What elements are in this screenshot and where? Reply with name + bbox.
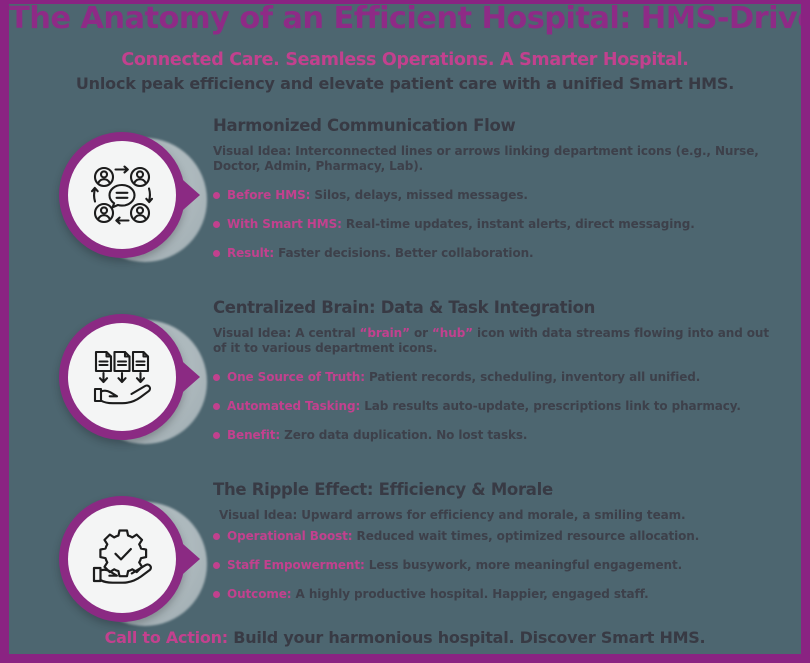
- visual-idea-label: Visual Idea:: [219, 508, 298, 522]
- bullet-label: With Smart HMS:: [227, 217, 342, 231]
- bullet-dot-icon: [213, 432, 220, 439]
- bullet-list: Before HMS: Silos, delays, missed messag…: [213, 188, 775, 261]
- badge-pointer: [175, 537, 200, 581]
- visual-idea-highlight-2: “hub”: [432, 326, 473, 340]
- bullet-dot-icon: [213, 533, 220, 540]
- list-item: Operational Boost: Reduced wait times, o…: [213, 529, 775, 544]
- visual-idea-text-before: Upward arrows for efficiency and morale,…: [297, 508, 686, 522]
- bullet-dot-icon: [213, 374, 220, 381]
- bullet-text: Silos, delays, missed messages.: [310, 188, 528, 202]
- cta-label: Call to Action:: [104, 628, 229, 647]
- section-ripple-effect: The Ripple Effect: Efficiency & Morale V…: [9, 472, 801, 644]
- bullet-text: Less busywork, more meaningful engagemen…: [364, 558, 683, 572]
- bullet-label: Before HMS:: [227, 188, 311, 202]
- page-title: The Anatomy of an Efficient Hospital: HM…: [9, 1, 801, 36]
- section-harmonized-communication-flow: Harmonized Communication Flow Visual Ide…: [9, 108, 801, 280]
- badge-pointer: [175, 173, 200, 217]
- bullet-text: Lab results auto-update, prescriptions l…: [360, 399, 741, 413]
- section-title: Centralized Brain: Data & Task Integrati…: [213, 298, 596, 317]
- bullet-label: Operational Boost:: [227, 529, 353, 543]
- bullet-dot-icon: [213, 221, 220, 228]
- cta-text: Build your harmonious hospital. Discover…: [227, 628, 706, 647]
- bullet-dot-icon: [213, 591, 220, 598]
- bullet-text: Real-time updates, instant alerts, direc…: [341, 217, 695, 231]
- bullet-label: Outcome:: [227, 587, 292, 601]
- bullet-label: Staff Empowerment:: [227, 558, 365, 572]
- visual-idea-line: Visual Idea: Interconnected lines or arr…: [213, 144, 775, 174]
- page-tagline: Unlock peak efficiency and elevate patie…: [75, 74, 735, 93]
- documents-into-hand-icon: [87, 342, 157, 412]
- list-item: Outcome: A highly productive hospital. H…: [213, 587, 775, 602]
- bullet-list: Operational Boost: Reduced wait times, o…: [213, 529, 775, 602]
- bullet-dot-icon: [213, 192, 220, 199]
- badge-face: [68, 505, 176, 613]
- list-item: One Source of Truth: Patient records, sc…: [213, 370, 775, 385]
- section-body: The Ripple Effect: Efficiency & Morale V…: [213, 480, 775, 616]
- connected-people-communication-icon: [86, 159, 158, 231]
- visual-idea-line: Visual Idea: Upward arrows for efficienc…: [213, 508, 775, 523]
- bullet-list: One Source of Truth: Patient records, sc…: [213, 370, 775, 443]
- list-item: Automated Tasking: Lab results auto-upda…: [213, 399, 775, 414]
- bullet-label: Automated Tasking:: [227, 399, 361, 413]
- list-item: With Smart HMS: Real-time updates, insta…: [213, 217, 775, 232]
- section-badge: [55, 124, 207, 272]
- visual-idea-text-before: A central: [291, 326, 360, 340]
- visual-idea-highlight-1: “brain”: [359, 326, 410, 340]
- bullet-label: Result:: [227, 246, 275, 260]
- bullet-dot-icon: [213, 250, 220, 257]
- bullet-text: Reduced wait times, optimized resource a…: [352, 529, 700, 543]
- bullet-text: A highly productive hospital. Happier, e…: [291, 587, 649, 601]
- section-title: Harmonized Communication Flow: [213, 116, 516, 135]
- gear-check-in-hand-icon: [87, 524, 157, 594]
- visual-idea-text-after: icon with data streams flowing into and …: [213, 326, 769, 355]
- badge-face: [68, 323, 176, 431]
- list-item: Benefit: Zero data duplication. No lost …: [213, 428, 775, 443]
- badge-pointer: [175, 355, 200, 399]
- list-item: Result: Faster decisions. Better collabo…: [213, 246, 775, 261]
- bullet-label: Benefit:: [227, 428, 281, 442]
- page-subtitle: Connected Care. Seamless Operations. A S…: [121, 50, 689, 70]
- call-to-action: Call to Action: Build your harmonious ho…: [9, 626, 801, 650]
- section-badge: [55, 488, 207, 636]
- bullet-dot-icon: [213, 403, 220, 410]
- list-item: Staff Empowerment: Less busywork, more m…: [213, 558, 775, 573]
- bullet-text: Patient records, scheduling, inventory a…: [364, 370, 701, 384]
- visual-idea-label: Visual Idea:: [213, 326, 292, 340]
- section-body: Harmonized Communication Flow Visual Ide…: [213, 116, 775, 275]
- visual-idea-text-mid: or: [409, 326, 433, 340]
- section-title: The Ripple Effect: Efficiency & Morale: [213, 480, 553, 499]
- bullet-label: One Source of Truth:: [227, 370, 365, 384]
- bullet-dot-icon: [213, 562, 220, 569]
- visual-idea-line: Visual Idea: A central “brain” or “hub” …: [213, 326, 775, 356]
- section-centralized-brain: Centralized Brain: Data & Task Integrati…: [9, 290, 801, 462]
- list-item: Before HMS: Silos, delays, missed messag…: [213, 188, 775, 203]
- visual-idea-text-before: Interconnected lines or arrows linking d…: [213, 144, 759, 173]
- bullet-text: Zero data duplication. No lost tasks.: [280, 428, 528, 442]
- section-body: Centralized Brain: Data & Task Integrati…: [213, 298, 775, 457]
- visual-idea-label: Visual Idea:: [213, 144, 292, 158]
- bullet-text: Faster decisions. Better collaboration.: [274, 246, 534, 260]
- badge-face: [68, 141, 176, 249]
- section-badge: [55, 306, 207, 454]
